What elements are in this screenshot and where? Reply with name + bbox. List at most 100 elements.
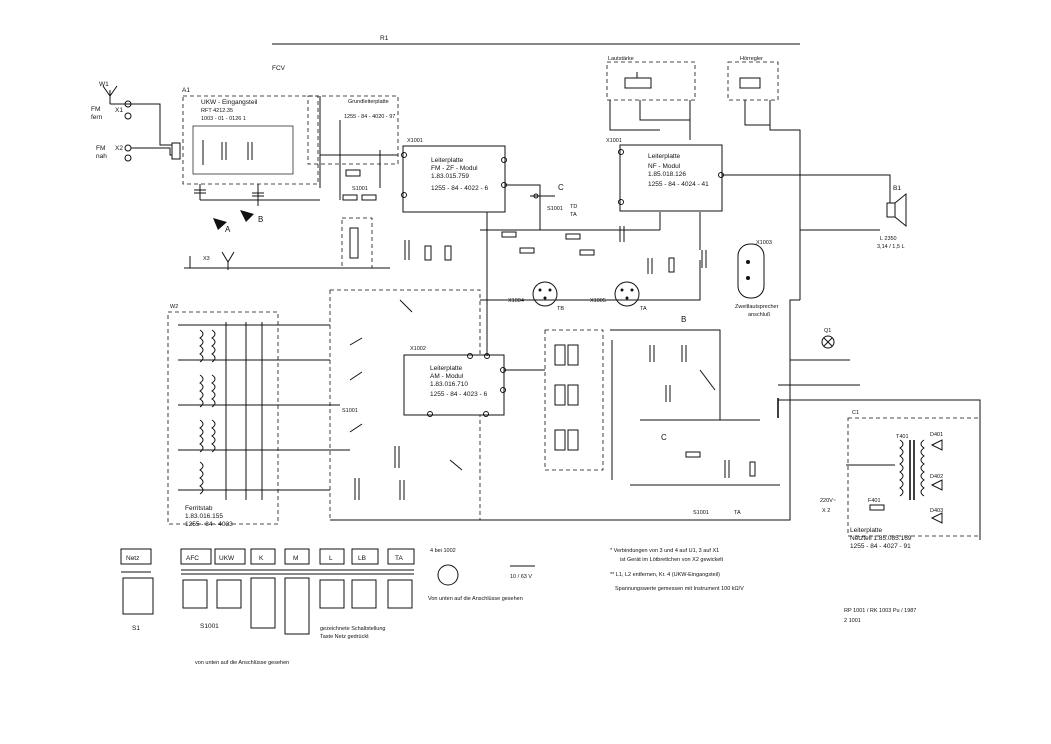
diode-d401 [930,439,943,451]
second-speaker-pin2 [746,276,750,280]
switch-name-s1001: S1001 [200,623,219,630]
wire-bottom-bus [330,299,800,521]
resistor-r1008 [424,245,432,261]
am-filter-outline [544,329,604,471]
psu-title: Leiterplatte [850,527,883,534]
ferrite-coil-l4 [211,374,216,408]
ukw-module-title: UKW - Eingangsteil [201,99,258,106]
label-fcv: FCV [272,65,286,72]
label-c-bottom: C [661,433,667,442]
label-a1: A1 [182,87,190,94]
nf-pin1 [618,149,624,155]
wire-volume-2 [639,100,690,121]
label-b-top: B [258,215,263,224]
switch-contact-4 [399,299,413,313]
switch-grid-m [284,577,310,635]
jack-x2a [124,144,132,152]
am-code: 1255 - 84 - 4023 - 6 [430,391,487,398]
am-title: Leiterplatte [430,365,463,372]
am-line2: 1.83.016.710 [430,381,468,388]
switch-buttons: Netz AFC UKW K M L LB TA [120,548,415,565]
label-a: A [225,225,231,234]
psu-code: 1255 - 84 - 4027 - 91 [850,543,911,550]
switch-contact-3 [349,423,363,433]
wire-tone-2 [769,100,801,300]
fm-zf-title: Leiterplatte [431,157,464,164]
label-x1004: X1004 [508,298,524,304]
din-socket-tb [532,281,558,307]
label-w1: W1 [99,81,109,88]
label-s1001-bottom: S1001 [693,510,709,516]
tone-label: Hörregler [740,56,763,62]
nf-pin2 [618,199,624,205]
label-x1: X1 [115,107,123,114]
ferrite-coil-l6 [211,419,216,453]
second-speaker-line1: anschluß [748,312,771,318]
label-fm-nah: FM [96,145,105,152]
resistor-r1011 [749,461,756,477]
label-d403: D403 [930,508,943,514]
fm-zf-line2: 1.83.015.759 [431,173,469,180]
wire-mid-return [480,260,701,301]
din-socket-ta [614,281,640,307]
din-socket-tb-pin2 [548,288,552,292]
am-pin5 [427,411,433,417]
pin-diagram-icon [437,564,459,586]
wire-nf-speaker [722,174,891,210]
footer-2: 2 1001 [844,618,861,624]
switch-button-ta-label: TA [395,555,403,562]
label-x1001: X1001 [407,138,423,144]
nf-title: Leiterplatte [648,153,681,160]
switch-button-l-label: L [329,555,333,562]
wire-psu-top [778,399,981,540]
switch-name-s1: S1 [132,625,140,632]
ukw-tuner-box [192,125,294,175]
top-title-label: R1 [380,35,389,42]
resistor-r1006 [579,249,595,256]
second-speaker-title: Zweitlautsprecher [735,304,779,310]
resistor-r1003 [501,231,517,238]
din-socket-tb-pin1 [538,288,542,292]
resistor-r1010 [685,451,701,458]
nf-module [619,144,723,212]
switch-grid-l [319,579,345,609]
speaker-spec: L 2350 [880,236,897,242]
am-pin1 [467,353,473,359]
fm-zf-line1: FM - ZF - Modul [431,165,478,172]
filter-t1003b [567,429,579,451]
diode-d403 [930,512,943,524]
switch-b-contact [699,369,716,391]
wire-b-bus [610,329,721,420]
filter-t1002 [554,384,566,406]
label-x1001-nf: X1001 [606,138,622,144]
switch-button-lb [351,548,379,565]
label-d402: D402 [930,474,943,480]
ferrite-code: 1255 - 84 - 4033 [185,521,233,528]
ferrite-coil-l7 [199,461,204,495]
label-td: TD [570,204,577,210]
ukw-module-line1: RFT 4212.35 [201,108,233,114]
note-1: * Verbindungen von 3 und 4 auf U1, 3 auf… [610,548,719,554]
base-board-code: 1255 - 84 - 4020 - 97 [344,114,395,120]
second-speaker-pin1 [746,260,750,264]
label-power-x: X 2 [822,508,830,514]
tone-control-outline [727,61,779,101]
switch-grid-k [250,577,276,629]
label-fm-nah-2: nah [96,153,107,160]
arrow-a-icon [213,218,227,230]
ferrite-coil-l3 [199,374,204,408]
switch-position-note2: Taste Netz gedrückt [320,634,369,640]
ferrite-title: Ferritstab [185,505,213,512]
pin-view-note: Von unten auf die Anschlüsse gesehen [428,596,523,602]
label-x2: X2 [115,145,123,152]
din-socket-ta-pin3 [625,296,629,300]
switch-button-netz-label: Netz [126,555,139,562]
din-socket-ta-pin1 [620,288,624,292]
filter-t1001 [554,344,566,366]
resistor-r1001 [342,194,358,201]
label-x1003: X1003 [756,240,772,246]
arrow-b-icon [240,210,254,222]
transformer-label: T401 [896,434,909,440]
fm-zf-pin1 [401,152,407,158]
lamp-label: Q1 [824,328,831,334]
